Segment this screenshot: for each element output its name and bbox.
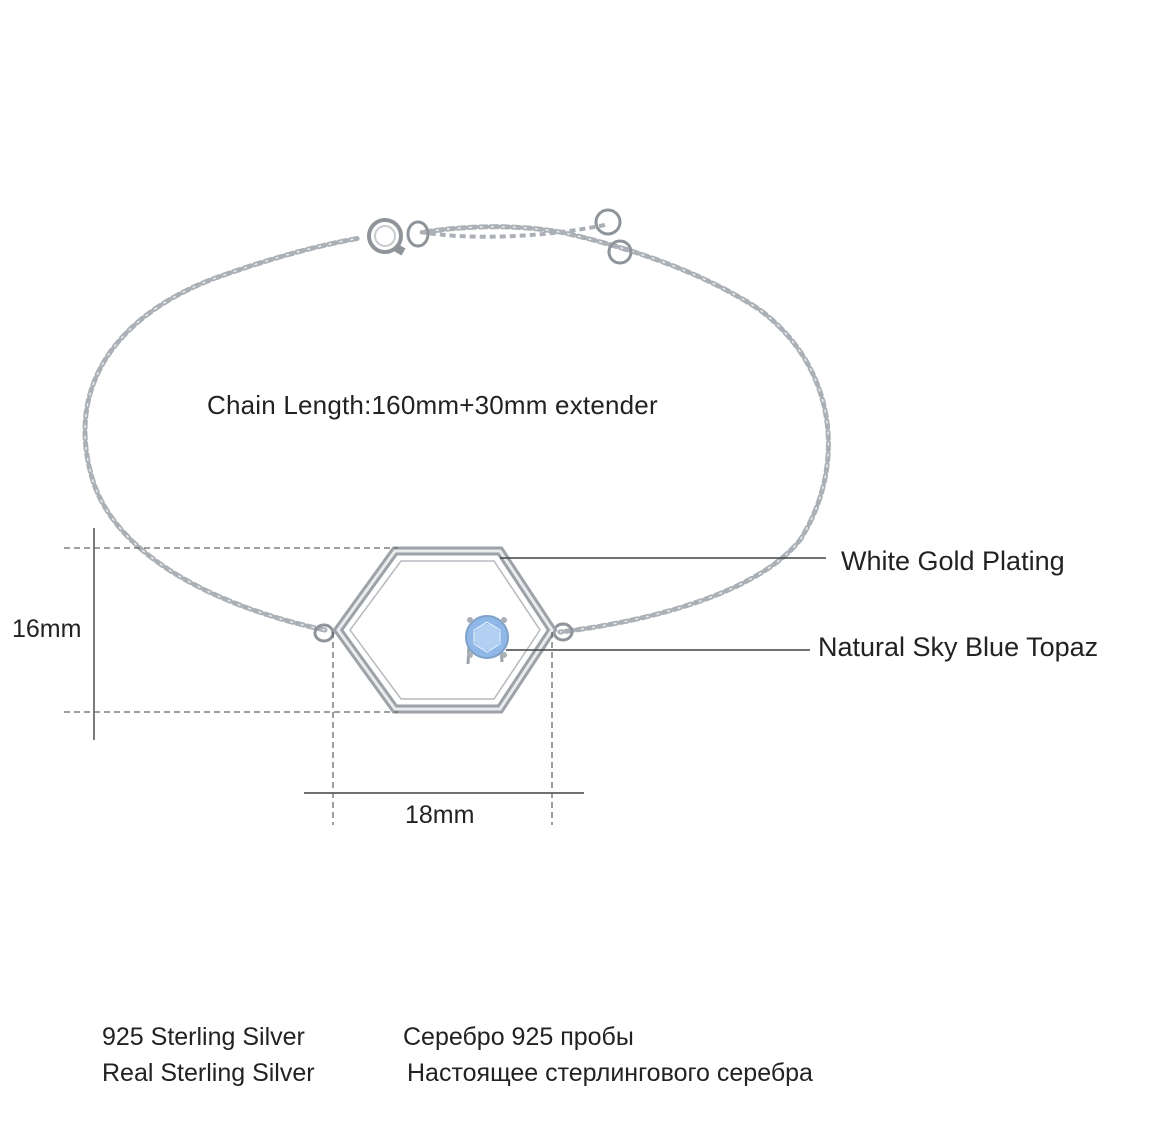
spec-ru-1: Серебро 925 пробы [403,1023,634,1051]
extender-chain [419,223,606,239]
stone-label: Natural Sky Blue Topaz [818,632,1099,662]
chain-length-label: Chain Length:160mm+30mm extender [207,390,658,420]
width-label: 18mm [405,801,475,829]
spring-ring-clasp [367,218,430,256]
chain [82,224,831,635]
width-dimension [304,632,584,825]
extender-rings [594,208,633,265]
height-label: 16mm [12,615,82,643]
spec-en-2: Real Sterling Silver [102,1059,315,1087]
hexagon-pendant [332,546,558,714]
spec-en-1: 925 Sterling Silver [102,1023,305,1051]
plating-label: White Gold Plating [841,546,1065,576]
topaz-stone [465,615,509,665]
height-dimension [64,528,398,740]
spec-ru-2: Настоящее стерлингового серебра [407,1059,813,1087]
